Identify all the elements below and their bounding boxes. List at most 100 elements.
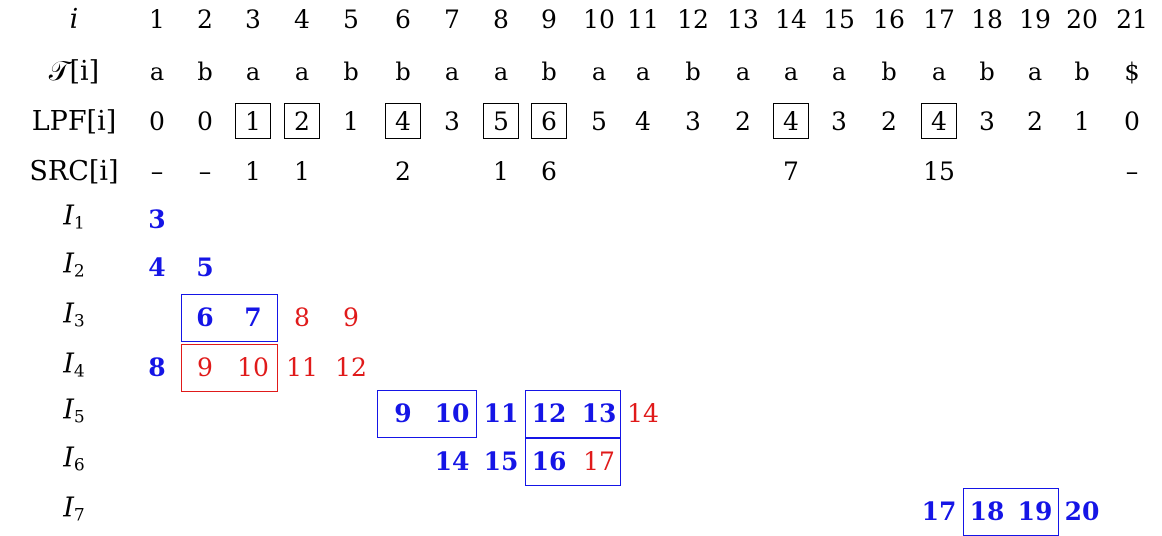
row-label-subscript: 7 — [73, 505, 85, 526]
header-cell: 6 — [395, 5, 411, 34]
text-cell: b — [1074, 58, 1090, 86]
lpf-highlight-box — [483, 103, 519, 139]
lpf-highlight-box — [235, 103, 271, 139]
interval-cell: 14 — [434, 447, 470, 476]
lpf-cell: 6 — [541, 107, 557, 136]
interval-cell: 15 — [483, 447, 519, 476]
interval-box — [963, 488, 1059, 536]
interval-cell: 14 — [627, 399, 659, 428]
lpf-cell: 0 — [197, 107, 213, 136]
header-cell: 7 — [444, 5, 460, 34]
text-cell: a — [635, 58, 651, 86]
interval-cell: 5 — [196, 253, 214, 282]
src-cell: 1 — [245, 157, 261, 186]
row-label-subscript: 6 — [73, 455, 85, 476]
lpf-cell: 5 — [493, 107, 509, 136]
header-cell: 15 — [823, 5, 855, 34]
text-cell: a — [1027, 58, 1043, 86]
text-cell: a — [245, 58, 261, 86]
text-cell: a — [294, 58, 310, 86]
interval-cell: 8 — [148, 353, 166, 382]
text-cell: $ — [1124, 58, 1140, 86]
interval-box — [525, 390, 621, 438]
text-cell: a — [444, 58, 460, 86]
row-label-text: I — [63, 492, 74, 524]
interval-cell: 9 — [394, 399, 412, 428]
interval-cell: 4 — [148, 253, 166, 282]
lpf-cell: 1 — [1074, 107, 1090, 136]
interval-cell: 19 — [1017, 497, 1053, 526]
interval-cell: 6 — [196, 303, 214, 332]
src-cell: – — [1125, 157, 1139, 186]
lpf-cell: 3 — [444, 107, 460, 136]
interval-cell: 10 — [237, 353, 269, 382]
src-cell: 1 — [493, 157, 509, 186]
text-cell: a — [735, 58, 751, 86]
interval-cell: 16 — [531, 447, 567, 476]
lpf-cell: 5 — [591, 107, 607, 136]
interval-cell: 20 — [1064, 497, 1100, 526]
lpf-cell: 1 — [343, 107, 359, 136]
row-label-text: 𝒯[i] — [48, 56, 100, 87]
lpf-cell: 0 — [149, 107, 165, 136]
row-label-text: I — [63, 248, 74, 280]
interval-cell: 7 — [244, 303, 262, 332]
header-cell: 14 — [775, 5, 807, 34]
row-label: I2 — [63, 248, 85, 287]
src-cell: 7 — [783, 157, 799, 186]
row-label-subscript: 4 — [73, 361, 85, 382]
lpf-highlight-box — [531, 103, 567, 139]
lpf-cell: 3 — [979, 107, 995, 136]
interval-cell: 11 — [483, 399, 519, 428]
text-cell: a — [831, 58, 847, 86]
src-cell: 2 — [395, 157, 411, 186]
lpf-highlight-box — [773, 103, 809, 139]
row-label: i — [70, 5, 79, 35]
header-cell: 21 — [1116, 5, 1148, 34]
interval-cell: 11 — [286, 353, 318, 382]
src-cell: 1 — [294, 157, 310, 186]
text-cell: b — [685, 58, 701, 86]
lpf-cell: 4 — [931, 107, 947, 136]
lpf-highlight-box — [284, 103, 320, 139]
row-label-text: I — [63, 348, 74, 380]
interval-box — [181, 294, 278, 342]
lpf-cell: 2 — [881, 107, 897, 136]
lpf-cell: 4 — [635, 107, 651, 136]
lpf-cell: 2 — [1027, 107, 1043, 136]
header-cell: 3 — [245, 5, 261, 34]
header-cell: 10 — [583, 5, 615, 34]
text-cell: b — [881, 58, 897, 86]
row-label-text: i — [69, 4, 79, 35]
text-cell: a — [931, 58, 947, 86]
header-cell: 19 — [1019, 5, 1051, 34]
row-label: 𝒯[i] — [49, 57, 99, 87]
row-label: I4 — [63, 348, 85, 387]
lpf-cell: 3 — [685, 107, 701, 136]
header-cell: 18 — [971, 5, 1003, 34]
row-label-text: SRC[i] — [29, 156, 119, 187]
header-cell: 13 — [727, 5, 759, 34]
row-label-text: I — [63, 442, 74, 474]
interval-cell: 10 — [434, 399, 470, 428]
header-cell: 5 — [343, 5, 359, 34]
row-label: I7 — [63, 492, 85, 531]
text-cell: a — [591, 58, 607, 86]
row-label-text: LPF[i] — [31, 106, 117, 137]
interval-cell: 17 — [921, 497, 957, 526]
interval-cell: 13 — [581, 399, 617, 428]
interval-cell: 3 — [148, 205, 166, 234]
lpf-cell: 4 — [395, 107, 411, 136]
header-cell: 8 — [493, 5, 509, 34]
header-cell: 16 — [873, 5, 905, 34]
src-cell: – — [150, 157, 164, 186]
row-label: I3 — [63, 298, 85, 337]
row-label-text: I — [63, 200, 74, 232]
header-cell: 12 — [677, 5, 709, 34]
row-label: LPF[i] — [32, 107, 117, 137]
row-label-text: I — [63, 394, 74, 426]
text-cell: b — [197, 58, 213, 86]
row-label-subscript: 2 — [73, 261, 85, 282]
row-label-text: I — [63, 298, 74, 330]
